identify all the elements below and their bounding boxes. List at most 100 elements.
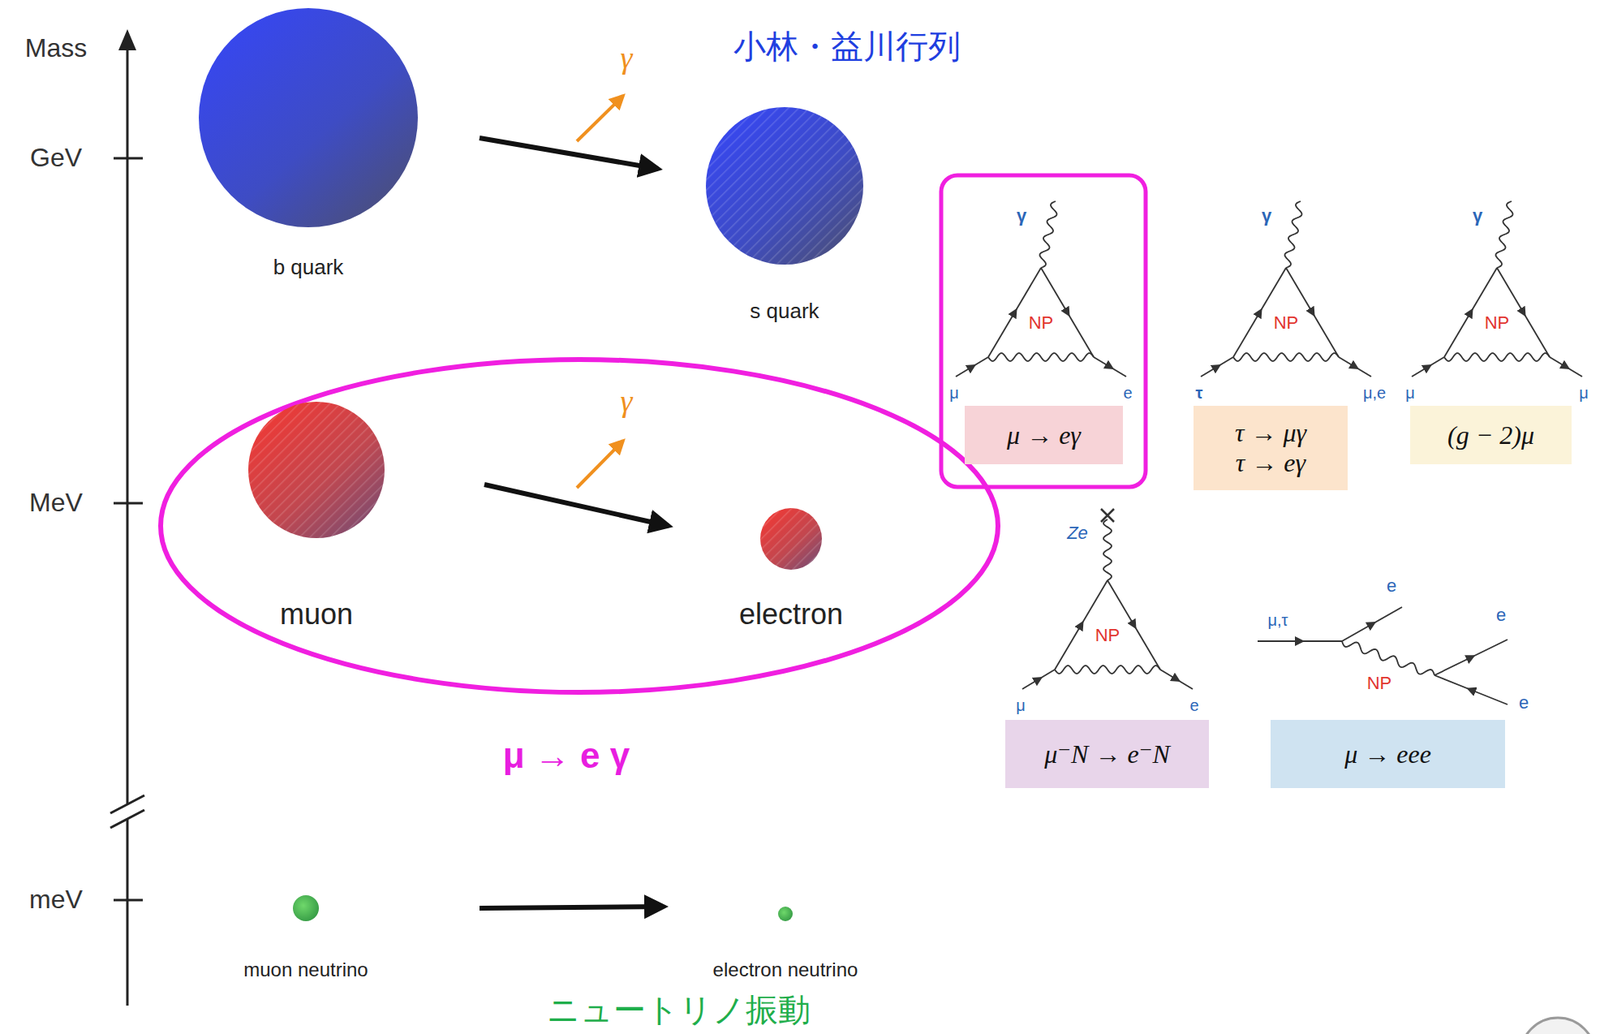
particle-label: e <box>1496 605 1506 625</box>
process-box: (g − 2)μ <box>1410 405 1572 465</box>
boson-line <box>1054 665 1161 674</box>
particle-hatch <box>705 107 864 265</box>
process-text: μ → eee <box>1344 739 1432 770</box>
transition-arrow <box>479 906 664 908</box>
particle-label: γ <box>1472 206 1483 226</box>
boson-line <box>1495 201 1513 268</box>
particle-label: e <box>1122 383 1132 402</box>
neutrino-circle: electron neutrino <box>709 906 863 985</box>
boson-line <box>988 352 1094 362</box>
particle-disc <box>760 507 822 570</box>
ellipse-outline <box>160 359 998 693</box>
axis-label: Mass <box>25 34 87 63</box>
fermion-line <box>1200 356 1234 377</box>
process-label: μ → e γ <box>503 735 631 775</box>
boson-line <box>1341 640 1435 676</box>
process-box: μ → eee <box>1270 719 1506 788</box>
boson-line <box>1233 352 1339 362</box>
nucleus-cross <box>1101 508 1114 522</box>
particle-shape <box>198 8 418 228</box>
nucleus-label: Ze <box>1066 523 1089 543</box>
mass-axis <box>110 47 145 1006</box>
fermion-line <box>1434 639 1508 676</box>
process-text: τ → eγ <box>1235 447 1306 478</box>
fermion-line <box>955 356 989 377</box>
particle-label: μ <box>1015 696 1026 714</box>
particle-label: μ,e <box>1363 383 1386 402</box>
particle-disc <box>248 401 385 538</box>
particle-hatch <box>248 401 385 538</box>
particle-shape <box>705 107 864 265</box>
new-physics-label: NP <box>1028 313 1054 333</box>
fermion-line <box>1257 640 1342 642</box>
process-text: μ → eγ <box>1006 420 1081 451</box>
new-physics-label: NP <box>1367 673 1393 693</box>
particle-label: e <box>1518 692 1529 713</box>
feynman-diagrams <box>955 201 1583 705</box>
quark-circle: s quark <box>705 107 864 327</box>
new-physics-label: NP <box>1273 313 1299 333</box>
boson-line <box>1039 201 1057 268</box>
page-badge <box>1520 1017 1596 1034</box>
particle-shape <box>778 906 793 921</box>
particle-label: μ <box>949 383 960 402</box>
particle-shape <box>248 401 385 538</box>
fermion-line <box>1341 606 1403 641</box>
lepton-circle: muon <box>248 401 385 635</box>
particle-label: μ <box>1405 383 1416 402</box>
photon-label: γ <box>620 41 633 76</box>
particle-disc <box>778 906 793 921</box>
process-box: τ → μγτ → eγ <box>1193 405 1348 491</box>
quark-circle: b quark <box>198 8 418 284</box>
axis-arrowhead <box>118 29 137 51</box>
particle-name: muon neutrino <box>239 958 372 981</box>
new-physics-label: NP <box>1095 625 1121 646</box>
fermion-line <box>1022 669 1055 689</box>
particle-name: b quark <box>198 255 418 280</box>
particle-disc <box>292 894 319 921</box>
lepton-ellipse: μ → e γ muon electron <box>157 353 1002 792</box>
particle-name: electron neutrino <box>709 958 863 981</box>
fermion-line <box>1093 356 1127 377</box>
matrix-title: 小林・益川行列 <box>733 28 961 65</box>
particle-label: μ,τ <box>1268 610 1289 629</box>
transition-arrow <box>479 137 659 169</box>
particle-hatch <box>760 507 822 570</box>
particle-shape <box>760 507 822 570</box>
fermion-line <box>1411 356 1445 377</box>
boson-line <box>1444 352 1550 362</box>
fermion-line <box>1549 356 1583 377</box>
particle-disc <box>705 107 864 265</box>
fermion-line <box>1160 669 1193 689</box>
boson-line <box>1103 519 1112 581</box>
transition-arrow <box>484 484 669 526</box>
boson-line <box>1284 201 1302 268</box>
particle-name: electron <box>735 597 848 631</box>
particle-label: γ <box>1261 206 1272 226</box>
process-text: μ⁻N → e⁻N <box>1044 739 1170 770</box>
particle-label: τ <box>1195 383 1204 402</box>
particle-name: s quark <box>705 299 864 324</box>
process-text: (g − 2)μ <box>1447 420 1535 451</box>
particle-label: γ <box>1016 206 1027 226</box>
particle-label: μ <box>1578 383 1589 402</box>
particle-disc <box>198 8 418 228</box>
axis-label: meV <box>29 885 83 914</box>
axis-label: MeV <box>29 488 83 517</box>
axis-label: GeV <box>30 143 82 173</box>
fermion-line <box>1338 356 1372 377</box>
highlight-frame <box>941 175 1146 487</box>
particle-label: e <box>1189 696 1199 714</box>
process-box: μ⁻N → e⁻N <box>1005 719 1209 788</box>
particle-label: e <box>1386 576 1397 596</box>
lepton-circle: electron <box>735 507 848 635</box>
fermion-line <box>1434 675 1508 705</box>
particle-name: muon <box>248 597 385 631</box>
new-physics-label: NP <box>1484 313 1510 333</box>
oscillation-label: ニュートリノ振動 <box>546 991 811 1028</box>
process-text: τ → μγ <box>1234 417 1307 448</box>
particle-shape <box>292 894 319 921</box>
process-box: μ → eγ <box>964 405 1123 465</box>
photon-label: γ <box>620 384 633 419</box>
